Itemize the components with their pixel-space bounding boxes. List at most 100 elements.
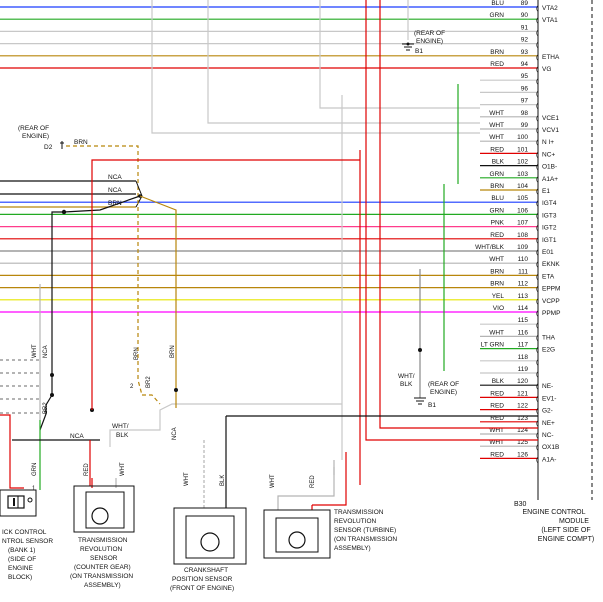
ground-b1-top: (REAR OF ENGINE) B1	[402, 0, 445, 55]
pin-wire-color: RED	[490, 403, 504, 410]
wire-label: NCA	[70, 433, 84, 440]
pin-signal: A1A-	[542, 456, 556, 463]
ecu-label-line: (LEFT SIDE OF	[541, 527, 590, 534]
ecu-pin-row: 95(	[480, 73, 539, 85]
pin-number: 113	[518, 293, 529, 300]
svg-text:REVOLUTION: REVOLUTION	[80, 546, 123, 553]
ecu-label-line: ENGINE CONTROL	[522, 509, 585, 516]
pin-wire-color: PNK	[491, 220, 505, 227]
pin-number: 98	[521, 110, 529, 117]
pin-number: 117	[518, 342, 529, 349]
pin-signal: EV1-	[542, 395, 556, 402]
svg-text:POSITION SENSOR: POSITION SENSOR	[172, 576, 233, 583]
svg-text:(REAR OF: (REAR OF	[414, 30, 445, 37]
pin-signal: VCPP	[542, 298, 560, 305]
pin-number: 122	[517, 403, 528, 410]
svg-text:WHT: WHT	[120, 462, 126, 476]
ecu-connector-id: B30	[514, 501, 527, 508]
pin-number: 95	[521, 73, 529, 80]
pin-wire-color: RED	[490, 61, 504, 68]
svg-text:ENGINE): ENGINE)	[430, 389, 457, 396]
pin-number: 100	[517, 134, 528, 141]
svg-text:WHT: WHT	[270, 474, 276, 488]
left-wire-label: NCA	[43, 345, 49, 358]
ecu-pin-row: 115(	[480, 317, 539, 329]
pin-signal: E1	[542, 188, 550, 195]
svg-text:NTROL SENSOR: NTROL SENSOR	[2, 538, 53, 545]
ecu-pin-row: 92(	[0, 37, 539, 49]
pin-signal: O1B-	[542, 164, 557, 171]
pin-number: 90	[521, 12, 529, 19]
ground-b1-mid: WHT/ BLK (REAR OF ENGINE) B1	[398, 348, 459, 409]
pin-wire-color: BLU	[491, 195, 504, 202]
knock-sensor: ICK CONTROL NTROL SENSOR (BANK 1) (SIDE …	[0, 489, 53, 581]
pin-wire-color: BRN	[490, 281, 504, 288]
pin-number: 92	[521, 37, 529, 44]
pin-wire-color: VIO	[493, 305, 504, 312]
pin-number: 93	[521, 49, 529, 56]
pin-number: 107	[517, 220, 528, 227]
pin-signal: VTA1	[542, 17, 558, 24]
pin-number: 105	[517, 195, 528, 202]
pin-number: 96	[521, 85, 529, 92]
pin-wire-color: GRN	[490, 12, 505, 19]
pin-number: 102	[517, 159, 528, 166]
pin-wire-color: BLU	[491, 0, 504, 7]
pin-wire-color: GRN	[490, 207, 505, 214]
pin-wire-color: WHT	[489, 427, 504, 434]
pin-signal: EPPM	[542, 286, 560, 293]
svg-text:ASSEMBLY): ASSEMBLY)	[334, 545, 371, 552]
pin-number: 103	[517, 171, 528, 178]
crankshaft-sensor: WHT BLK CRANKSHAFT POSITION SENSOR (FRON…	[170, 388, 247, 592]
wire-label: WHT/	[112, 423, 129, 430]
ecu-pin-row: 118(	[480, 354, 539, 366]
svg-text:RED: RED	[84, 463, 90, 476]
ecu-label-line: ENGINE COMPT)	[538, 536, 594, 543]
pin-signal: VG	[542, 66, 551, 73]
pin-number: 124	[517, 427, 528, 434]
svg-text:(ON TRANSMISSION: (ON TRANSMISSION	[70, 573, 133, 580]
pin-signal: E01	[542, 249, 554, 256]
counter-gear-sensor: RED WHT TRANSMISSION REVOLUTION SENSOR (…	[70, 462, 135, 589]
ecu-label-line: MODULE	[559, 518, 589, 525]
svg-text:WHT: WHT	[184, 472, 190, 486]
pin-signal: ETHA	[542, 54, 560, 61]
svg-text:CRANKSHAFT: CRANKSHAFT	[184, 567, 228, 574]
pin-signal: G2-	[542, 408, 553, 415]
svg-text:SENSOR (TURBINE): SENSOR (TURBINE)	[334, 527, 396, 534]
pin-number: 108	[517, 232, 528, 239]
ecu-pin-row: 119(	[480, 366, 539, 378]
pin-wire-color: YEL	[492, 293, 505, 300]
pin-number: 106	[517, 207, 528, 214]
pin-number: 111	[518, 268, 528, 275]
pin-wire-color: BLK	[492, 378, 505, 385]
svg-text:(SIDE OF: (SIDE OF	[8, 556, 36, 563]
left-wire-bundle: NCA NCA BRN	[0, 174, 177, 395]
svg-text:BLK: BLK	[220, 475, 226, 486]
svg-text:D2: D2	[44, 144, 53, 151]
pin-wire-color: RED	[490, 451, 504, 458]
svg-text:B1: B1	[428, 402, 436, 409]
pin-wire-color: BRN	[490, 183, 504, 190]
svg-text:ENGINE): ENGINE)	[22, 133, 49, 140]
svg-text:NCA: NCA	[108, 174, 122, 181]
left-wire-label: BR2	[146, 376, 152, 388]
